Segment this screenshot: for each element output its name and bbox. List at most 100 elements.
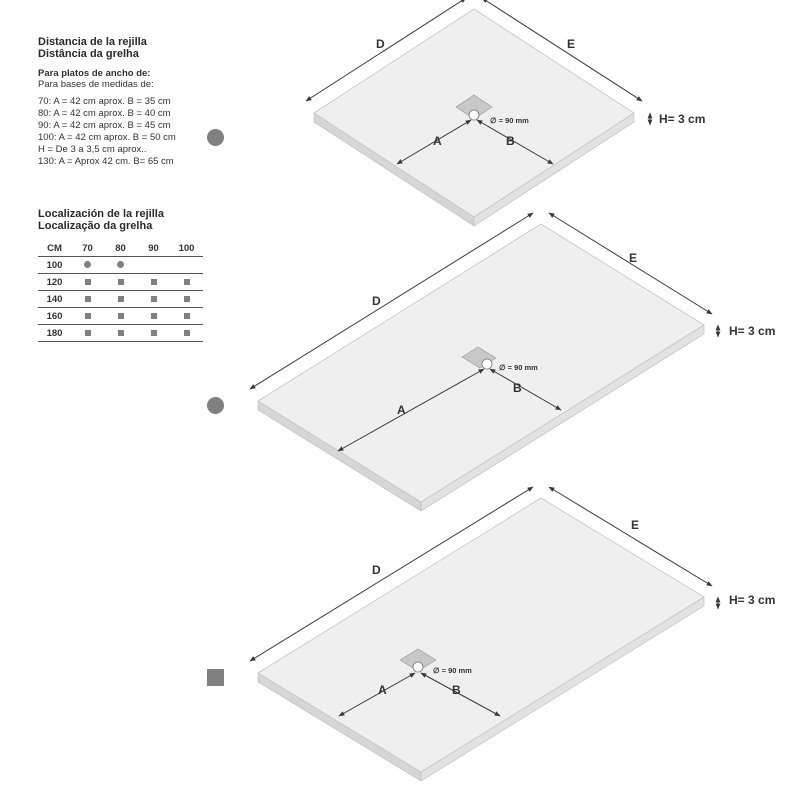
square-marker-icon — [84, 278, 91, 285]
label-b: B — [506, 134, 515, 148]
sizes-title-es: Para platos de ancho de: — [38, 68, 151, 79]
measurement-line: 80: A = 42 cm aprox. B = 40 cm — [38, 108, 171, 119]
circle-marker — [207, 129, 224, 146]
table-header-cell: 100 — [170, 240, 203, 257]
drain-circle — [412, 661, 424, 673]
height-label: H= 3 cm — [729, 324, 775, 338]
dimension-line-e — [548, 212, 713, 315]
dimension-line-b — [476, 119, 554, 165]
table-cell — [137, 307, 170, 325]
dimension-line-a — [337, 368, 485, 452]
label-b: B — [452, 683, 461, 697]
dimension-line-a — [338, 672, 416, 717]
label-a: A — [433, 134, 442, 148]
row-label: 140 — [38, 290, 71, 308]
table-cell — [104, 324, 137, 342]
square-marker-icon — [150, 295, 157, 302]
square-marker-icon — [117, 295, 124, 302]
label-a: A — [378, 683, 387, 697]
table-cell — [71, 307, 104, 325]
square-marker-icon — [150, 278, 157, 285]
circle-marker-icon — [117, 260, 124, 268]
row-label: 180 — [38, 324, 71, 342]
distance-title-pt: Distância da grelha — [38, 48, 139, 60]
circle-marker — [207, 397, 224, 414]
square-marker-icon — [117, 312, 124, 319]
label-a: A — [397, 403, 406, 417]
height-label: H= 3 cm — [729, 593, 775, 607]
table-cell — [137, 256, 170, 274]
tray-top — [257, 497, 705, 773]
square-marker-icon — [150, 329, 157, 336]
drain-label: ∅ = 90 mm — [499, 363, 538, 372]
label-e: E — [629, 251, 637, 265]
table-cell — [104, 307, 137, 325]
square-marker-icon — [117, 329, 124, 336]
tray-diagram-3: D E A B ∅ = 90 mm H= 3 cm — [249, 486, 775, 782]
legend: Distancia de la rejilla Distância da gre… — [38, 36, 238, 168]
measurement-line: H = De 3 a 3,5 cm aprox.. — [38, 144, 147, 155]
table-row: 140 — [38, 290, 203, 308]
dimension-line-b — [420, 672, 501, 717]
height-label: H= 3 cm — [659, 112, 705, 126]
tray-diagram-2: D E A B ∅ = 90 mm H= 3 cm — [249, 212, 775, 512]
table-cell — [104, 290, 137, 308]
table-cell — [71, 273, 104, 291]
dimension-line-a — [396, 119, 472, 165]
table-header-cell: CM — [38, 240, 71, 257]
drain-circle — [481, 358, 493, 370]
drain-label: ∅ = 90 mm — [490, 116, 529, 125]
table-cell — [71, 324, 104, 342]
square-marker-icon — [183, 295, 190, 302]
dimension-line-e — [548, 486, 713, 587]
dimension-line-d — [249, 212, 534, 390]
row-label: 120 — [38, 273, 71, 291]
table-cell — [104, 256, 137, 274]
dimension-line-d — [305, 0, 467, 102]
square-marker-icon — [84, 295, 91, 302]
dimension-line-d — [249, 486, 534, 662]
table-row: 100 — [38, 256, 203, 274]
square-marker-icon — [150, 312, 157, 319]
table-cell — [170, 290, 203, 308]
table-cell — [137, 273, 170, 291]
sizes-title-pt: Para bases de medidas de: — [38, 79, 154, 90]
location-heading: Localización de la rejilla Localização d… — [38, 208, 164, 232]
square-marker-icon — [183, 329, 190, 336]
table-header-cell: 90 — [137, 240, 170, 257]
table-cell — [170, 273, 203, 291]
location-title-es: Localización de la rejilla — [38, 208, 164, 220]
table-cell — [71, 256, 104, 274]
table-header-cell: 70 — [71, 240, 104, 257]
table-cell — [104, 273, 137, 291]
row-label: 100 — [38, 256, 71, 274]
table-cell — [137, 324, 170, 342]
square-marker-icon — [84, 312, 91, 319]
label-d: D — [376, 37, 385, 51]
square-marker-icon — [183, 312, 190, 319]
drain-circle — [468, 109, 480, 121]
measurements-list: 70: A = 42 cm aprox. B = 35 cm 80: A = 4… — [38, 96, 238, 168]
dimension-line-e — [481, 0, 643, 102]
circle-marker-icon — [84, 260, 91, 268]
label-e: E — [631, 518, 639, 532]
square-marker-icon — [183, 278, 190, 285]
table-row: 180 — [38, 324, 203, 342]
table-header-cell: 80 — [104, 240, 137, 257]
square-marker-icon — [117, 278, 124, 285]
measurement-line: 70: A = 42 cm aprox. B = 35 cm — [38, 96, 171, 107]
square-marker-icon — [84, 329, 91, 336]
measurement-line: 90: A = 42 cm aprox. B = 45 cm — [38, 120, 171, 131]
label-e: E — [567, 37, 575, 51]
label-d: D — [372, 294, 381, 308]
measurement-line: 130: A = Aprox 42 cm. B= 65 cm — [38, 156, 174, 167]
drain-label: ∅ = 90 mm — [433, 666, 472, 675]
label-d: D — [372, 563, 381, 577]
row-label: 160 — [38, 307, 71, 325]
distance-title-es: Distancia de la rejilla — [38, 36, 147, 48]
square-marker — [207, 669, 224, 686]
tray-diagram-1: D E A B ∅ = 90 mm H= 3 cm — [305, 0, 705, 227]
table-cell — [170, 324, 203, 342]
